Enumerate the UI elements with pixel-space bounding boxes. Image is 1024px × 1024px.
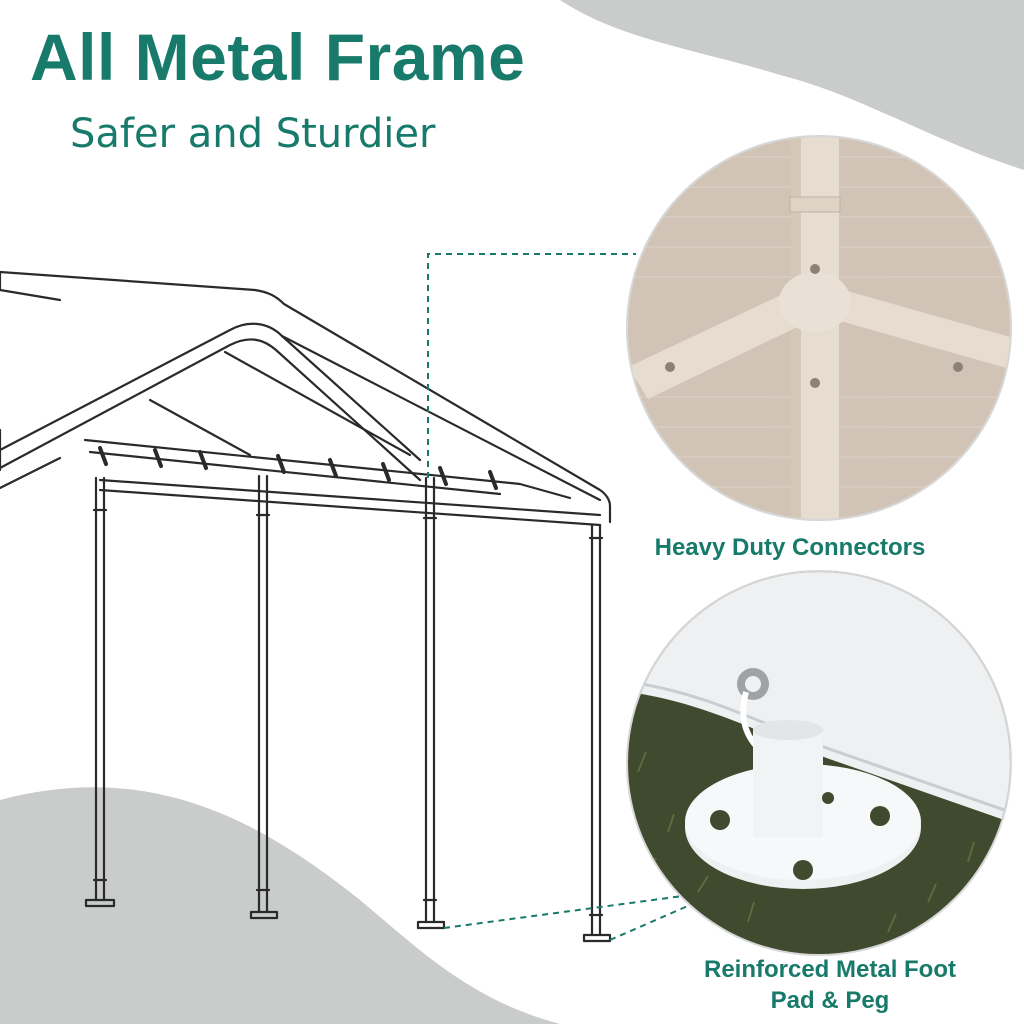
page-title: All Metal Frame xyxy=(30,20,526,94)
connector-leader-line xyxy=(427,253,636,478)
leg-3 xyxy=(424,476,436,924)
rafter-mid xyxy=(223,350,412,457)
leg-2 xyxy=(257,474,269,914)
leg-4 xyxy=(590,523,602,937)
foot-4 xyxy=(582,933,612,943)
connector-closeup-photo xyxy=(628,137,1010,519)
foot-leader-line-1 xyxy=(443,894,691,929)
foot-pad-caption-line1: Reinforced Metal Foot xyxy=(703,956,956,983)
roof-ridge-line xyxy=(0,270,612,524)
foot-3 xyxy=(416,920,446,930)
foot-pad-caption: Reinforced Metal Foot Pad & Peg xyxy=(650,954,1010,1016)
foot-pad-closeup-photo xyxy=(628,572,1010,954)
connectors-caption: Heavy Duty Connectors xyxy=(654,534,926,561)
foot-1 xyxy=(84,898,116,908)
leg-1 xyxy=(94,476,106,902)
rafter-left xyxy=(148,398,252,457)
eave-rail-top xyxy=(83,438,572,500)
eave-rail-bottom xyxy=(98,488,602,527)
foot-leader-line-2 xyxy=(609,904,691,941)
foot-2 xyxy=(249,910,279,920)
roof-front-edge xyxy=(0,322,422,462)
foot-pad-caption-line2: Pad & Peg xyxy=(770,987,890,1014)
page-subtitle: Safer and Sturdier xyxy=(70,111,436,157)
